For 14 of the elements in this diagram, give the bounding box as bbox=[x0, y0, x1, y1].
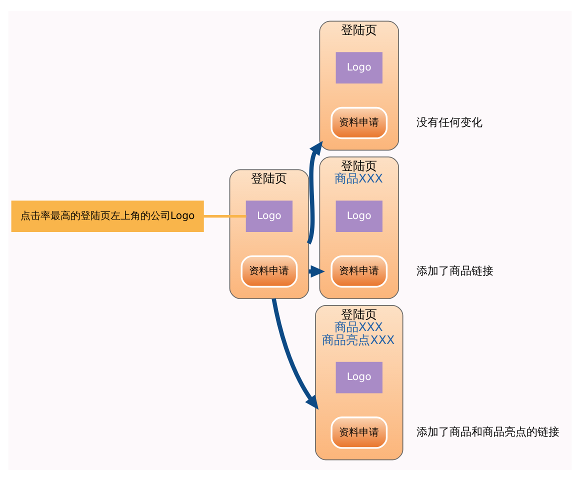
node-label: 添加了商品链接 bbox=[416, 264, 494, 277]
node-box: Logo bbox=[336, 361, 382, 393]
node-label: 添加了商品和商品亮点的链接 bbox=[416, 425, 560, 438]
connector bbox=[204, 214, 246, 218]
node-box: 资料申请 bbox=[330, 416, 388, 448]
node-label: 没有任何变化 bbox=[416, 115, 482, 128]
node-box: Logo bbox=[336, 200, 382, 232]
node-box: 资料申请 bbox=[240, 254, 298, 288]
node-box: 资料申请 bbox=[330, 106, 388, 139]
node-box: Logo bbox=[336, 52, 382, 84]
node-box: 点击率最高的登陆页左上角的公司Logo bbox=[11, 200, 204, 232]
node-box: Logo bbox=[246, 200, 293, 232]
node-box: 资料申请 bbox=[330, 254, 388, 288]
arrow bbox=[272, 298, 319, 410]
